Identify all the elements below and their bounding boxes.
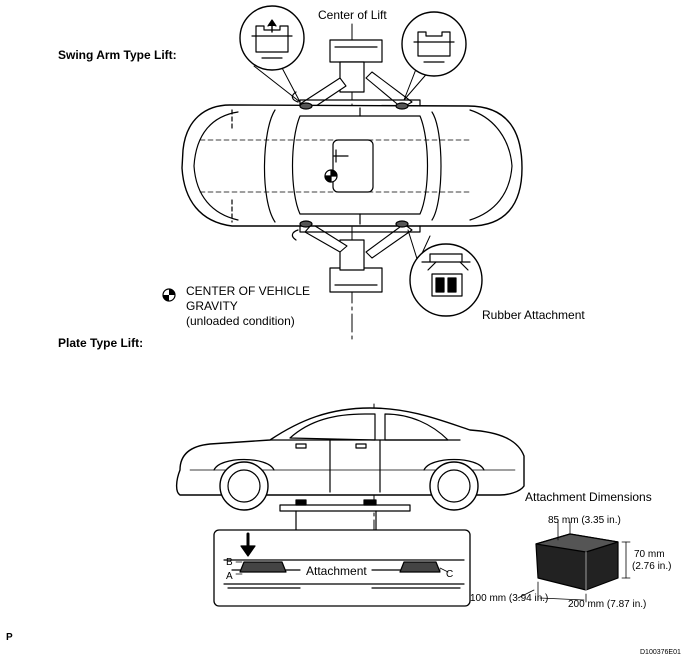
page-code: P bbox=[6, 632, 13, 643]
cog-legend-line1: CENTER OF VEHICLE bbox=[186, 284, 311, 298]
plate-lift bbox=[279, 499, 411, 531]
dimension-200mm: 200 mm (7.87 in.) bbox=[568, 599, 647, 610]
figure-id: D100376E01 bbox=[640, 649, 681, 656]
point-b-label: B bbox=[226, 557, 233, 568]
attachment-dimensions-label: Attachment Dimensions bbox=[525, 490, 652, 504]
cog-legend-line3: (unloaded condition) bbox=[186, 314, 295, 328]
dimension-85mm: 85 mm (3.35 in.) bbox=[548, 515, 621, 526]
plate-lift-title: Plate Type Lift: bbox=[58, 336, 144, 350]
rubber-attachment-callout bbox=[407, 229, 483, 317]
point-a-label: A bbox=[226, 571, 233, 582]
car-top-view bbox=[181, 91, 523, 241]
attachment-dimensions-block bbox=[517, 519, 631, 603]
detail-callout-rear bbox=[401, 11, 467, 101]
dimension-70mm-inches: (2.76 in.) bbox=[632, 561, 672, 572]
center-of-lift-label: Center of Lift bbox=[318, 8, 387, 22]
cog-legend-line2: GRAVITY bbox=[186, 299, 238, 313]
attachment-label: Attachment bbox=[306, 564, 367, 578]
lift-column-top bbox=[329, 39, 383, 93]
dimension-70mm: 70 mm bbox=[634, 549, 665, 560]
center-of-gravity-marker bbox=[324, 149, 349, 183]
rubber-attachment-label: Rubber Attachment bbox=[482, 308, 585, 322]
point-c-label: C bbox=[446, 569, 454, 580]
car-side-view bbox=[175, 407, 525, 511]
dimension-100mm: 100 mm (3.94 in.) bbox=[470, 593, 549, 604]
lift-contact-points bbox=[299, 102, 409, 228]
swing-arm-lift-title: Swing Arm Type Lift: bbox=[58, 48, 177, 62]
detail-callout-front bbox=[239, 5, 305, 103]
center-of-gravity-legend-icon bbox=[162, 288, 176, 302]
attachment-detail-box bbox=[213, 529, 471, 607]
